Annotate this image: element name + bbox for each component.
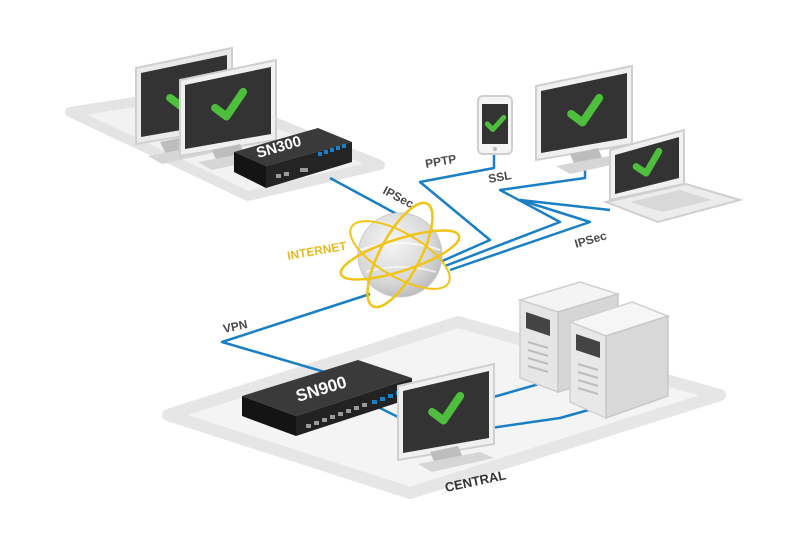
sn300-appliance: SN300 [234,128,352,188]
vpn-link [220,292,371,382]
sn900-appliance: SN900 [242,360,412,436]
server-front [567,301,671,420]
ssl-link [444,162,587,268]
ssl-label: SSL [487,168,512,186]
ipsec-laptop-label: IPSec [573,228,609,251]
tablet-device [477,95,513,155]
laptop-device [602,128,744,224]
pptp-link [418,155,496,264]
pptp-label: PPTP [424,152,457,171]
internet-label: INTERNET [286,239,348,263]
globe-icon [339,201,461,309]
ipsec-laptop-link [449,198,611,272]
central-monitor [397,362,495,472]
remote-monitor [535,64,634,174]
vpn-label: VPN [222,317,249,336]
tablet-check-icon [484,114,507,132]
